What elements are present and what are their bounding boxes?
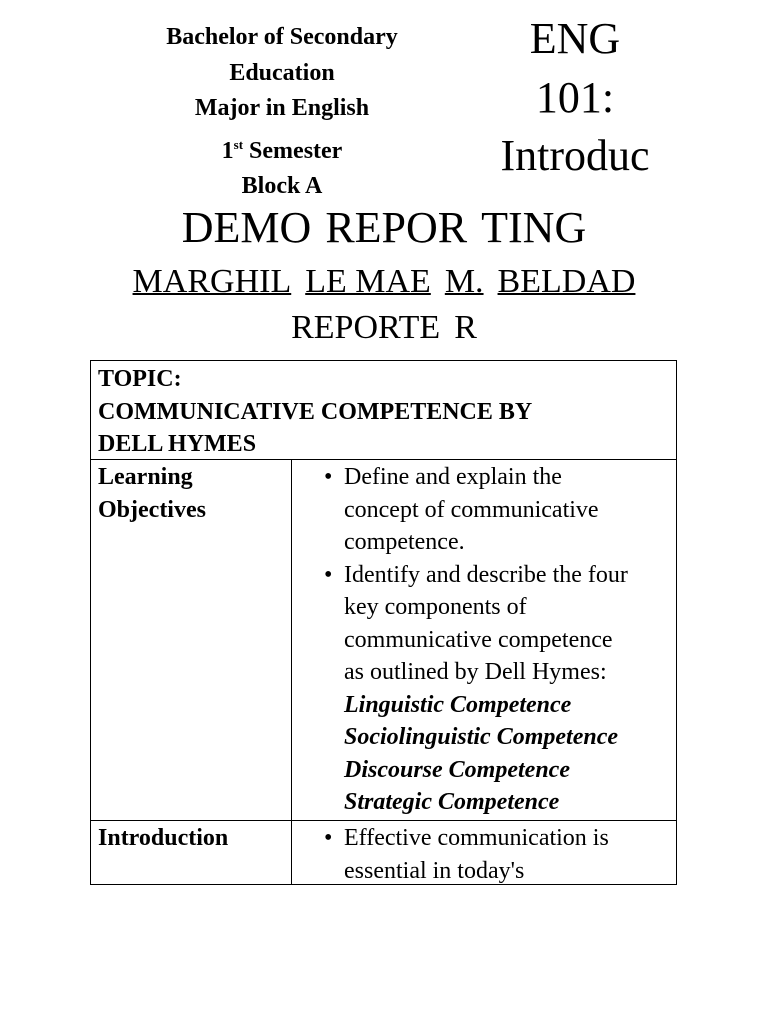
demo-reporting-title: DEMO REPOR TING	[0, 200, 768, 256]
reporter-name: MARGHIL LE MAE M. BELDAD	[0, 260, 768, 304]
title-line: REPOR	[325, 203, 468, 252]
reporter-role: REPORTE R	[0, 306, 768, 350]
objectives-label: Learning Objectives	[98, 461, 206, 526]
name-line: LE MAE	[305, 263, 431, 300]
course-title: ENG 101: Introduc	[480, 10, 670, 190]
role-line: REPORTE	[291, 309, 441, 346]
item-line: Effective communication is	[344, 825, 609, 851]
item-line: essential in today's	[344, 857, 525, 884]
block-line: Block A	[241, 173, 323, 199]
program-header: Bachelor of Secondary Education Major in…	[132, 20, 432, 205]
label-line: Objectives	[98, 496, 206, 523]
list-item: Define and explain the concept of commun…	[324, 461, 628, 559]
item-line: as outlined by Dell Hymes:	[344, 659, 607, 685]
list-item: Effective communication is essential in …	[324, 822, 609, 887]
item-line: Define and explain the	[344, 464, 562, 490]
program-line: Major in English	[194, 95, 370, 121]
role-line: R	[454, 309, 477, 346]
label-line: Learning	[98, 464, 193, 490]
name-line: MARGHIL	[132, 263, 292, 300]
item-line: Identify and describe the four	[344, 561, 628, 588]
semester-word: Semester	[249, 137, 343, 164]
topic-text: COMMUNICATIVE COMPETENCE BY	[98, 398, 533, 425]
name-line: BELDAD	[497, 263, 636, 300]
semester-line: 1st Semester	[132, 127, 432, 170]
name-line: M.	[444, 263, 484, 300]
item-line: competence.	[344, 529, 465, 555]
introduction-label: Introduction	[98, 825, 229, 851]
objectives-list: Define and explain the concept of commun…	[324, 461, 628, 819]
course-line: ENG	[529, 14, 621, 63]
item-line: key components of	[344, 594, 527, 620]
title-line: TING	[481, 203, 587, 252]
semester-number: 1	[221, 137, 234, 164]
component-item: Discourse Competence	[344, 756, 570, 783]
course-line: Introduc	[500, 131, 650, 180]
program-line: Bachelor of Secondary	[166, 24, 398, 50]
component-item: Linguistic Competence	[344, 691, 572, 718]
lesson-table: TOPIC: COMMUNICATIVE COMPETENCE BY DELL …	[90, 360, 677, 885]
course-line: 101:	[535, 72, 615, 122]
component-item: Sociolinguistic Competence	[344, 724, 618, 750]
item-line: concept of communicative	[344, 496, 599, 523]
title-line: DEMO	[181, 203, 312, 252]
topic-cell: TOPIC: COMMUNICATIVE COMPETENCE BY DELL …	[98, 363, 532, 461]
list-item: Identify and describe the four key compo…	[324, 559, 628, 689]
program-line: Education	[229, 59, 335, 86]
component-item: Strategic Competence	[344, 789, 560, 815]
topic-text: DELL HYMES	[98, 431, 257, 457]
item-line: communicative competence	[344, 626, 613, 653]
introduction-list: Effective communication is essential in …	[324, 822, 609, 887]
semester-suffix: st	[233, 136, 244, 152]
topic-label: TOPIC:	[98, 366, 182, 392]
